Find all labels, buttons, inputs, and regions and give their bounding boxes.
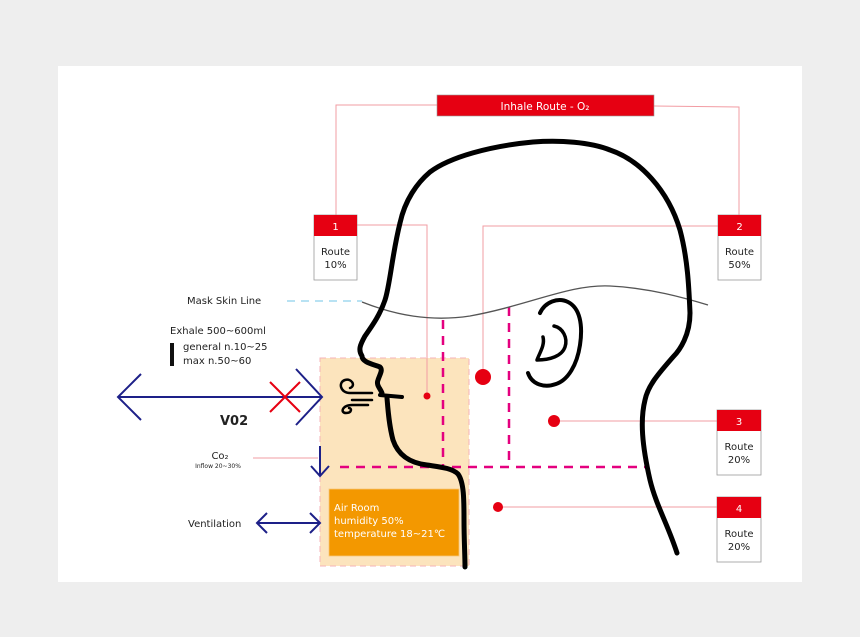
- vo2-label: V02: [220, 414, 248, 429]
- mask-skin-curve: [361, 285, 709, 319]
- route-1-point: [423, 392, 431, 400]
- exhale-max: max n.50~60: [183, 356, 251, 367]
- route-box-3: 3 Route 20%: [716, 409, 762, 476]
- route-value: 10%: [324, 260, 346, 271]
- route-3-point: [548, 415, 560, 427]
- ear-icon: [526, 298, 584, 388]
- route-box-1: 1 Route 10%: [313, 214, 358, 281]
- air-room-box: [328, 488, 460, 557]
- route-number: 3: [736, 417, 742, 428]
- vo2-double-arrow: [116, 368, 324, 426]
- route-label: Route: [724, 529, 753, 540]
- face-chin-neck: [384, 395, 468, 570]
- co2-label: Co₂: [211, 451, 228, 462]
- route-4-point: [493, 502, 503, 512]
- mask-skin-line-label: Mask Skin Line: [187, 296, 261, 307]
- connector-lines: [253, 104, 740, 508]
- exhale-bar: [170, 343, 174, 366]
- route-number: 4: [736, 504, 742, 515]
- route-number: 2: [736, 222, 742, 233]
- inhale-route-title-bar: [436, 94, 655, 117]
- air-room-humidity: humidity 50%: [334, 516, 404, 527]
- airway-dashed-lines: [340, 307, 645, 469]
- ventilation-double-arrow: [255, 512, 322, 534]
- ear-inner-icon: [535, 324, 568, 362]
- ventilation-label: Ventilation: [188, 519, 241, 530]
- route-value: 20%: [728, 542, 750, 553]
- route-value: 20%: [728, 455, 750, 466]
- route-value: 50%: [728, 260, 750, 271]
- inhale-route-title: Inhale Route - O₂: [501, 101, 590, 113]
- exhale-general: general n.10~25: [183, 342, 268, 353]
- route-label: Route: [724, 442, 753, 453]
- route-label: Route: [321, 247, 350, 258]
- co2-down-arrow: [310, 446, 330, 478]
- route-label: Route: [725, 247, 754, 258]
- co2-inflow: Inflow 20~30%: [195, 463, 241, 470]
- air-room-title: Air Room: [334, 503, 379, 514]
- route-number: 1: [332, 222, 338, 233]
- wind-breath-icon: [339, 378, 374, 415]
- air-room-temperature: temperature 18~21℃: [334, 529, 445, 540]
- route-2-point: [475, 369, 491, 385]
- exhale-title: Exhale 500~600ml: [170, 326, 266, 337]
- route-box-4: 4 Route 20%: [716, 496, 762, 563]
- head-outline: [357, 138, 693, 556]
- blocked-x-icon: [269, 381, 301, 413]
- route-box-2: 2 Route 50%: [717, 214, 762, 281]
- mouth-line: [378, 393, 404, 399]
